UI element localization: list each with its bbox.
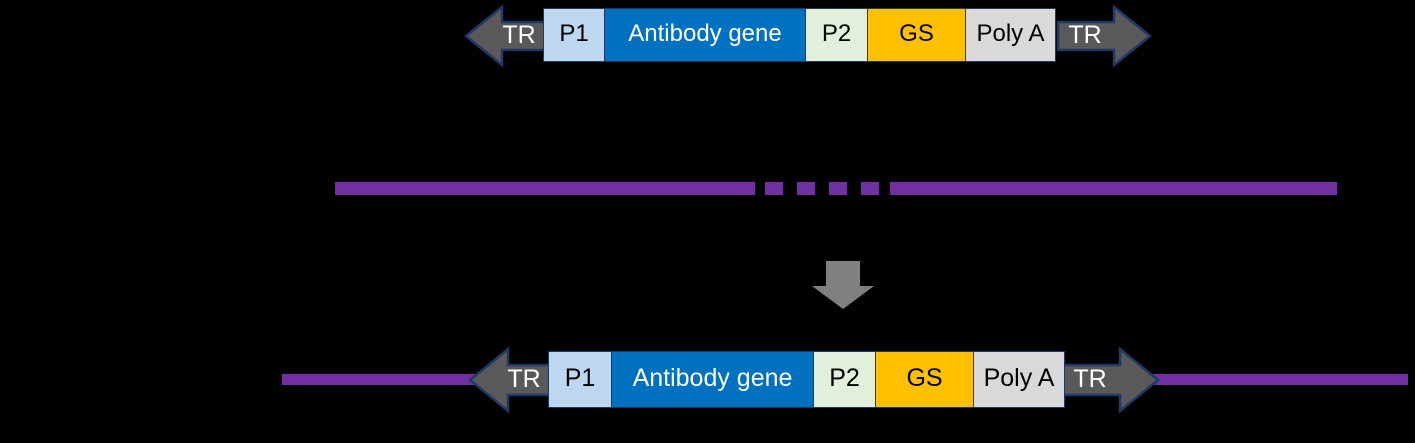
bottom-right-genome-flank [1128,374,1408,385]
top-element-p1[interactable]: P1 [543,8,605,62]
top-element-p2-label: P2 [821,20,852,47]
bottom-element-antibody-gene[interactable]: Antibody gene [610,351,815,408]
bottom-left-tr-label: TR [507,365,541,393]
bottom-element-p2[interactable]: P2 [813,351,876,408]
bottom-left-genome-flank [282,374,482,385]
bottom-element-p1-label: P1 [564,364,596,392]
bottom-element-polya-label: Poly A [983,364,1055,392]
bottom-right-tr-label: TR [1073,365,1107,393]
top-right-tr-label: TR [1068,21,1102,49]
bottom-element-gs[interactable]: GS [874,351,975,408]
bottom-element-p2-label: P2 [829,364,860,392]
genome-segment-dash-2 [797,182,815,195]
genome-segment-dash-3 [829,182,847,195]
bottom-element-polya[interactable]: Poly A [973,351,1065,408]
top-element-antibody-gene-label: Antibody gene [628,20,782,47]
genome-segment-dash-4 [861,182,879,195]
genome-segment-solid-left [335,182,755,195]
bottom-element-antibody-gene-label: Antibody gene [632,364,793,392]
top-element-gs[interactable]: GS [866,8,967,62]
top-element-gs-label: GS [899,20,934,47]
top-element-polya-label: Poly A [976,20,1045,47]
bottom-element-gs-label: GS [906,364,943,392]
bottom-element-p1[interactable]: P1 [548,351,612,408]
top-cassette-boxes: P1 Antibody gene P2 GS Poly A [543,8,1056,62]
bottom-cassette-boxes: P1 Antibody gene P2 GS Poly A [548,351,1065,408]
genome-segment-dash-1 [765,182,783,195]
genome-segment-solid-right [890,182,1337,195]
top-element-p2[interactable]: P2 [805,8,868,62]
top-element-antibody-gene[interactable]: Antibody gene [603,8,807,62]
top-left-tr-label: TR [502,21,536,49]
top-element-p1-label: P1 [559,20,589,47]
top-element-polya[interactable]: Poly A [965,8,1056,62]
integration-process-arrow [810,261,876,310]
